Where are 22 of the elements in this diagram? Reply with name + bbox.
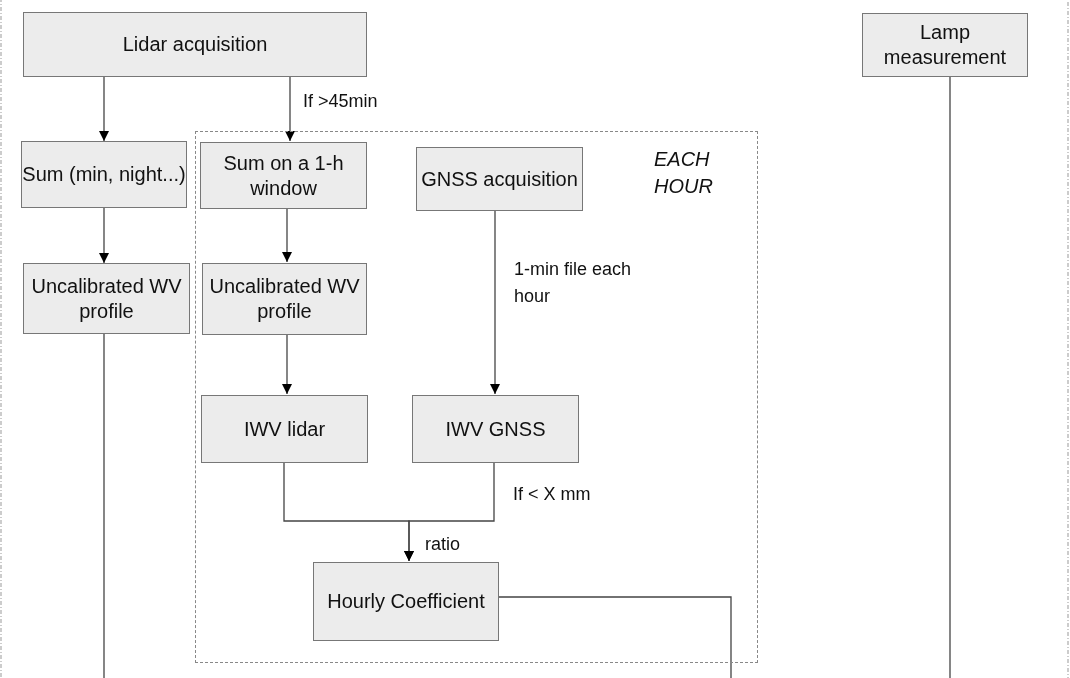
- process-box: Lidar acquisition: [23, 12, 367, 77]
- process-box: Lamp measurement: [862, 13, 1028, 77]
- connector-line: [103, 333, 105, 678]
- process-box: Sum (min, night...): [21, 141, 187, 208]
- process-box: GNSS acquisition: [416, 147, 583, 211]
- process-box: IWV lidar: [201, 395, 368, 463]
- connector-line: [949, 76, 951, 678]
- connector-line: [497, 596, 732, 678]
- arrow: [490, 209, 500, 395]
- arrow: [404, 461, 495, 562]
- group-title: EACH HOUR: [654, 147, 714, 199]
- arrow: [282, 333, 292, 395]
- process-box: Sum on a 1-h window: [200, 142, 367, 209]
- process-box: Uncalibrated WV profile: [202, 263, 367, 335]
- process-box: Uncalibrated WV profile: [23, 263, 190, 334]
- dashed-group-box: [195, 131, 758, 663]
- arrow: [99, 207, 109, 264]
- arrow: [285, 76, 295, 142]
- process-box: Hourly Coefficient: [313, 562, 499, 641]
- arrow: [282, 207, 292, 263]
- arrow: [99, 76, 109, 142]
- process-box: IWV GNSS: [412, 395, 579, 463]
